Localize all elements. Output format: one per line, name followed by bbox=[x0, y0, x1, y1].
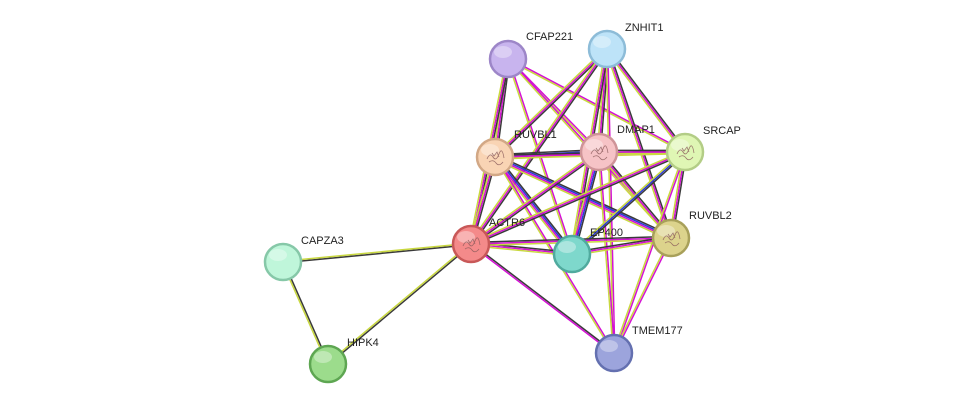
edge-line bbox=[469, 47, 607, 244]
edge-line bbox=[471, 49, 609, 246]
edge-line bbox=[607, 48, 674, 238]
edge-line bbox=[493, 157, 572, 255]
edge-line bbox=[283, 244, 472, 264]
edge-line bbox=[614, 238, 673, 354]
edge-line bbox=[570, 150, 685, 254]
node-capza3[interactable]: CAPZA3 bbox=[263, 235, 344, 282]
node-label: ZNHIT1 bbox=[625, 22, 664, 34]
node-label: TMEM177 bbox=[632, 325, 683, 337]
edge-line bbox=[327, 242, 471, 364]
edge-line bbox=[471, 152, 686, 247]
edge-actr6-hipk4[interactable] bbox=[327, 242, 472, 366]
node-label: EP400 bbox=[590, 227, 623, 239]
node-label: CAPZA3 bbox=[301, 235, 344, 247]
node-label: CFAP221 bbox=[526, 31, 573, 43]
node-label: DMAP1 bbox=[617, 124, 655, 136]
edge-line bbox=[493, 47, 607, 157]
node-circle[interactable] bbox=[488, 39, 528, 79]
node-circle[interactable] bbox=[475, 137, 515, 177]
edge-line bbox=[606, 48, 686, 153]
edge-line bbox=[470, 151, 686, 245]
edge-dmap1-actr6[interactable] bbox=[469, 150, 601, 246]
edge-line bbox=[495, 49, 609, 159]
edge-line bbox=[612, 151, 685, 353]
edge-line bbox=[494, 48, 608, 158]
node-circle[interactable] bbox=[594, 333, 634, 373]
edge-line bbox=[508, 57, 601, 152]
edge-line bbox=[614, 152, 687, 354]
edge-line bbox=[607, 47, 687, 152]
node-tmem177[interactable]: TMEM177 bbox=[594, 325, 683, 373]
edge-line bbox=[470, 151, 600, 245]
node-label: RUVBL1 bbox=[514, 129, 557, 141]
edge-line bbox=[495, 156, 574, 254]
edge-line bbox=[571, 151, 686, 255]
node-znhit1[interactable]: ZNHIT1 bbox=[587, 22, 664, 69]
node-circle[interactable] bbox=[451, 224, 491, 264]
edge-znhit1-ruvbl2[interactable] bbox=[604, 48, 674, 239]
edge-znhit1-ruvbl1[interactable] bbox=[493, 47, 609, 159]
node-actr6[interactable]: ACTR6 bbox=[451, 217, 525, 264]
edge-znhit1-srcap[interactable] bbox=[605, 47, 687, 154]
edge-ruvbl2-tmem177[interactable] bbox=[612, 237, 673, 354]
node-label: ACTR6 bbox=[489, 217, 525, 229]
edge-znhit1-tmem177[interactable] bbox=[605, 48, 616, 354]
edge-znhit1-actr6[interactable] bbox=[469, 47, 609, 246]
edge-line bbox=[604, 49, 671, 239]
edge-line bbox=[607, 48, 616, 353]
node-circle[interactable] bbox=[308, 344, 348, 384]
node-circle[interactable] bbox=[665, 132, 705, 172]
edge-line bbox=[606, 48, 672, 239]
edge-line bbox=[612, 237, 671, 353]
edge-line bbox=[493, 158, 671, 241]
edge-line bbox=[470, 48, 608, 245]
edge-line bbox=[605, 49, 614, 354]
edge-srcap-actr6[interactable] bbox=[470, 149, 686, 247]
node-label: HIPK4 bbox=[347, 337, 379, 349]
node-circle[interactable] bbox=[579, 132, 619, 172]
node-circle[interactable] bbox=[651, 218, 691, 258]
edge-line bbox=[496, 155, 575, 253]
edge-line bbox=[597, 152, 614, 354]
edge-line bbox=[471, 242, 615, 353]
node-ruvbl1[interactable]: RUVBL1 bbox=[475, 129, 557, 177]
node-label: SRCAP bbox=[703, 125, 741, 137]
edge-actr6-capza3[interactable] bbox=[282, 242, 472, 264]
edges-layer bbox=[281, 47, 688, 366]
edge-actr6-tmem177[interactable] bbox=[470, 242, 615, 355]
edge-srcap-tmem177[interactable] bbox=[612, 151, 687, 354]
edge-line bbox=[282, 242, 471, 262]
node-circle[interactable] bbox=[263, 242, 303, 282]
edge-line bbox=[605, 49, 685, 154]
edge-line bbox=[470, 244, 614, 355]
edge-line bbox=[470, 149, 685, 244]
edge-line bbox=[471, 152, 601, 246]
node-circle[interactable] bbox=[587, 29, 627, 69]
node-srcap[interactable]: SRCAP bbox=[665, 125, 741, 172]
node-label: RUVBL2 bbox=[689, 210, 732, 222]
edge-line bbox=[469, 150, 599, 244]
edge-line bbox=[328, 244, 472, 366]
node-circle[interactable] bbox=[552, 234, 592, 274]
